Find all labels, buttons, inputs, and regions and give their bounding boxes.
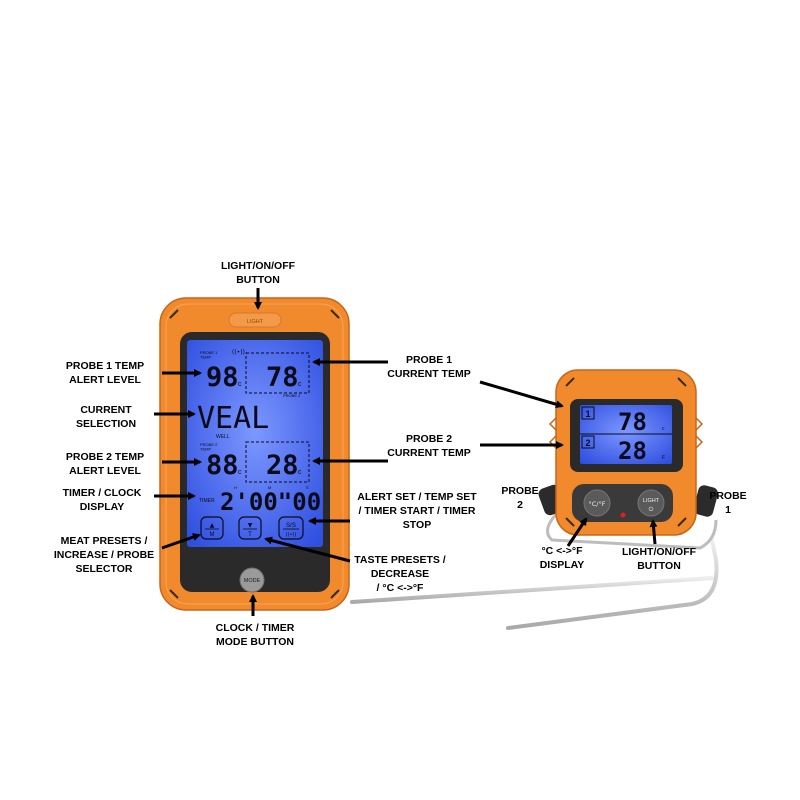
large-lcd-screen	[187, 340, 323, 547]
lcd-probe2-current-unit: c	[298, 469, 302, 476]
probe-1-rod	[506, 538, 719, 630]
probe-2-rod	[350, 576, 714, 604]
mode-button[interactable]	[239, 567, 265, 593]
lcd-timer-value: 2'00"00	[220, 488, 321, 516]
label-probe1-current: PROBE 1 CURRENT TEMP	[387, 354, 471, 380]
lcd-timer-h: H	[234, 485, 237, 490]
arrow-probe1-current-small	[479, 380, 564, 409]
taste-preset-down-icon: ▼	[248, 522, 253, 529]
lcd-probe2-alert-value: 88	[206, 450, 239, 481]
meat-preset-button[interactable]	[200, 516, 224, 540]
label-current-selection: CURRENT SELECTION	[75, 404, 137, 430]
mode-button-label: MODE	[244, 578, 261, 584]
cf-button-label: °C/°F	[589, 500, 606, 508]
small-lcd-probe2-unit: F	[662, 455, 665, 461]
lcd-probe2-current-frame	[245, 441, 310, 483]
lcd-alarm-icon: ((•))	[232, 349, 245, 356]
arrow-cf-display	[566, 517, 588, 547]
small-transmitter: 1 78 c 2 28 F °C/°F LIGHT ⏻	[548, 369, 704, 536]
lcd-selection-text: VEAL	[197, 401, 269, 436]
label-light-on-off-top: LIGHT/ON/OFF BUTTON	[220, 260, 296, 286]
label-cf-display: °C <->°F DISPLAY	[539, 545, 585, 571]
label-probe1-small: PROBE 1	[709, 490, 747, 516]
large-light-button[interactable]	[228, 312, 282, 328]
meat-preset-up-icon: ▲	[210, 522, 215, 529]
status-led	[620, 512, 626, 518]
lcd-probe1-alert-value: 98	[206, 362, 239, 393]
small-lcd-probe2-value: 28	[618, 437, 647, 465]
meat-preset-label: M	[210, 532, 215, 538]
callout-arrows	[154, 288, 658, 616]
label-timer-clock: TIMER / CLOCK DISPLAY	[62, 487, 142, 513]
large-light-button-label: LIGHT	[247, 319, 264, 325]
label-light-on-off-small: LIGHT/ON/OFF BUTTON	[621, 546, 697, 572]
probe-cable	[546, 508, 718, 550]
taste-preset-label: T	[248, 532, 252, 538]
lcd-doneness-text: WELL	[216, 434, 230, 440]
power-icon: ⏻	[649, 506, 654, 513]
lcd-probe1-alert-unit: c	[238, 381, 242, 388]
lcd-timer-s: S	[306, 485, 309, 490]
label-clock-timer-mode: CLOCK / TIMER MODE BUTTON	[215, 622, 295, 648]
taste-preset-button[interactable]	[238, 516, 262, 540]
arrow-taste-presets	[264, 536, 351, 563]
small-light-button[interactable]	[637, 489, 665, 517]
small-lcd-probe1-unit: c	[662, 426, 665, 432]
small-lcd-probe2-index: 2	[585, 438, 590, 448]
lcd-probe2-alert-unit: c	[238, 469, 242, 476]
label-probe2-small: PROBE 2	[501, 485, 539, 511]
start-stop-label: S/S	[286, 523, 296, 529]
label-taste-presets: TASTE PRESETS / DECREASE / °C <->°F	[354, 554, 446, 594]
lcd-probe1-current-unit: c	[298, 381, 302, 388]
label-probe2-current: PROBE 2 CURRENT TEMP	[387, 433, 471, 459]
lcd-probe1-current-frame	[245, 352, 310, 394]
lcd-timer-tag: TIMER	[199, 498, 215, 504]
label-alert-set: ALERT SET / TEMP SET / TIMER START / TIM…	[357, 491, 477, 531]
small-lcd-probe1-value: 78	[618, 408, 647, 436]
label-probe2-alert: PROBE 2 TEMP ALERT LEVEL	[65, 451, 145, 477]
small-light-button-label: LIGHT	[643, 498, 660, 504]
start-stop-button[interactable]	[278, 516, 304, 540]
small-lcd-probe1-index: 1	[585, 409, 590, 419]
cf-button[interactable]	[583, 489, 611, 517]
lcd-timer-m: M	[268, 485, 271, 490]
arrow-light-on-off-small	[649, 519, 658, 545]
probe-1-plug	[693, 485, 718, 517]
label-probe1-alert: PROBE 1 TEMP ALERT LEVEL	[65, 360, 145, 386]
alarm-icon: ((•))	[286, 532, 297, 538]
arrow-meat-presets	[161, 533, 201, 550]
lcd-probe1-current-value: 78	[266, 362, 299, 393]
lcd-probe2-tag: PROBE 2	[283, 393, 301, 398]
label-meat-presets: MEAT PRESETS / INCREASE / PROBE SELECTOR	[53, 535, 155, 575]
lcd-probe2-current-value: 28	[266, 450, 299, 481]
